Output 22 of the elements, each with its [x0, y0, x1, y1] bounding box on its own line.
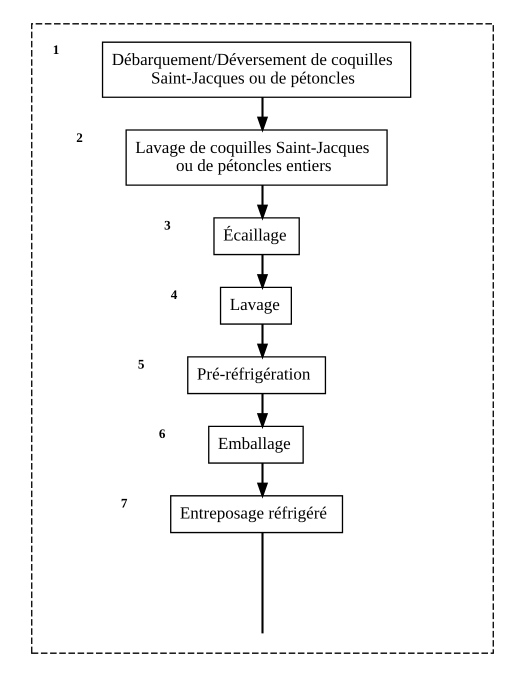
- node-box: Emballage: [208, 426, 304, 464]
- arrow: [256, 98, 268, 133]
- node-label: 6: [158, 426, 165, 442]
- arrow: [256, 185, 268, 221]
- node-box: Lavage: [219, 286, 292, 325]
- node-label: 5: [137, 356, 144, 372]
- node-label: 7: [120, 496, 127, 511]
- cluster: [30, 23, 494, 654]
- node-box: Pré-réfrigération: [186, 356, 326, 394]
- node-label: 4: [170, 287, 177, 302]
- node-box: Débarquement/Déversement de coquilles Saint-Jacques ou de pétoncles: [101, 42, 411, 98]
- node-box: Écaillage: [212, 217, 300, 256]
- arrow: [256, 324, 268, 360]
- node-label: 3: [164, 218, 170, 233]
- node-label: 1: [52, 42, 59, 57]
- node-box: Lavage de coquilles Saint-Jacques ou de pétoncles entiers: [124, 129, 388, 186]
- arrow: [256, 463, 268, 499]
- arrow: [256, 394, 268, 430]
- arrow: [256, 254, 268, 290]
- node-box: Entreposage réfrigéré: [170, 495, 343, 534]
- connector: [260, 532, 264, 634]
- node-label: 2: [76, 130, 82, 145]
